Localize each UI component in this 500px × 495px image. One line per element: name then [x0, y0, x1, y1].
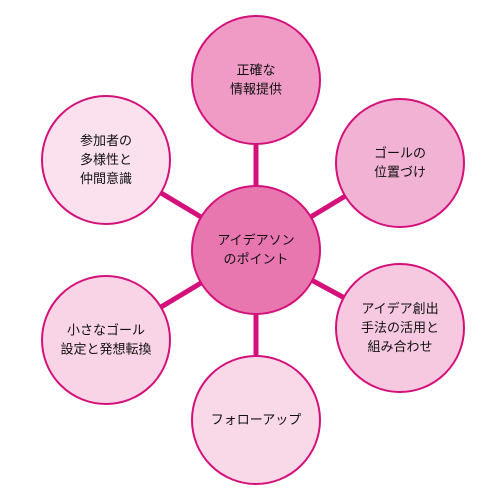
- node-lower-right-label-line-2: 手法の活用と: [361, 321, 439, 336]
- node-lower-right-label-line-3: 組み合わせ: [367, 340, 432, 355]
- node-upper-left-label-line-3: 仲間意識: [80, 171, 132, 187]
- node-top-label-line-1: 正確な: [236, 62, 275, 78]
- node-upper-right-label-line-1: ゴールの: [374, 145, 426, 161]
- node-upper-left-label: 参加者の多様性と仲間意識: [80, 133, 132, 187]
- node-lower-left-label: 小さなゴール設定と発想転換: [60, 322, 151, 357]
- center-node: アイデアソンのポイント: [191, 185, 321, 315]
- node-bottom-label-line-1: フォローアップ: [211, 413, 301, 428]
- node-bottom: フォローアップ: [191, 355, 321, 485]
- node-top-label: 正確な情報提供: [230, 62, 282, 97]
- node-upper-right-label: ゴールの位置づけ: [374, 145, 426, 180]
- node-lower-left-label-line-2: 設定と発想転換: [60, 341, 151, 357]
- node-upper-left-label-line-1: 参加者の: [80, 133, 132, 149]
- node-top: 正確な情報提供: [191, 15, 321, 145]
- node-top-label-line-2: 情報提供: [230, 81, 282, 97]
- node-bottom-label: フォローアップ: [211, 413, 301, 428]
- node-lower-right-label: アイデア創出手法の活用と組み合わせ: [361, 301, 439, 355]
- center-node-label-line-1: アイデアソン: [217, 232, 294, 248]
- node-upper-right-label-line-2: 位置づけ: [374, 165, 426, 180]
- node-upper-right: ゴールの位置づけ: [335, 98, 465, 228]
- node-lower-left-label-line-1: 小さなゴール: [67, 322, 145, 338]
- node-upper-left-label-line-2: 多様性と: [80, 152, 132, 168]
- center-node-label-line-2: のポイント: [223, 252, 288, 267]
- node-lower-right: アイデア創出手法の活用と組み合わせ: [335, 263, 465, 393]
- center-node-label: アイデアソンのポイント: [217, 232, 294, 267]
- node-upper-left: 参加者の多様性と仲間意識: [41, 95, 171, 225]
- node-lower-right-label-line-1: アイデア創出: [361, 301, 438, 317]
- node-lower-left: 小さなゴール設定と発想転換: [41, 275, 171, 405]
